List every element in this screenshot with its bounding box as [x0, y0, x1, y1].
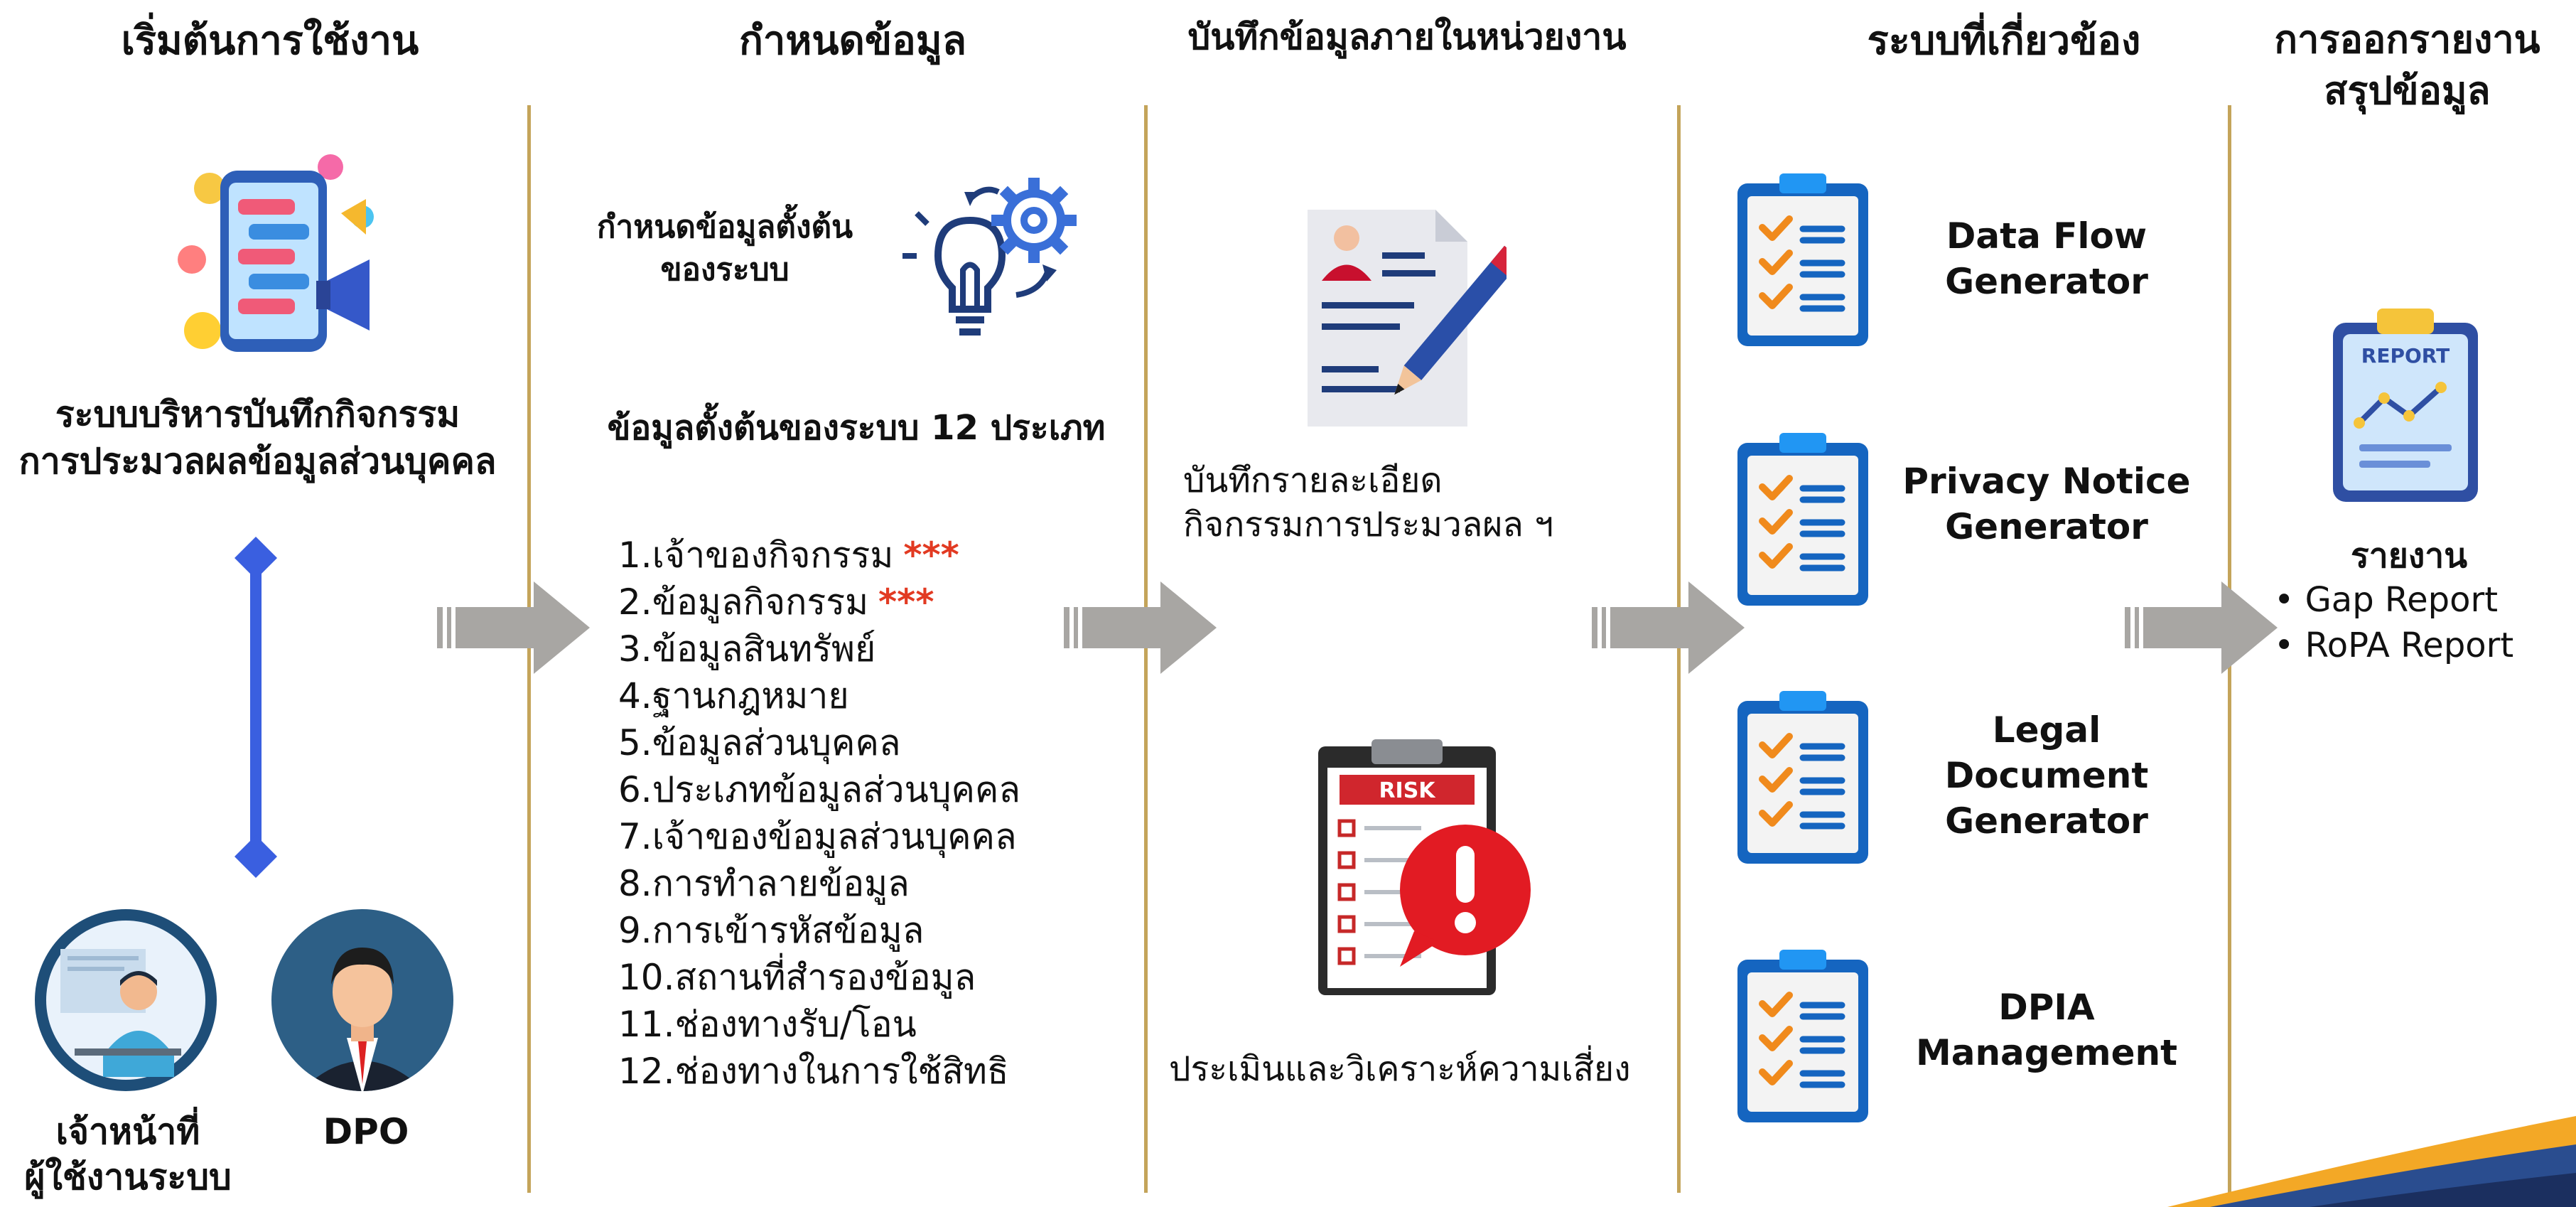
list-item-text: 8.การทำลายข้อมูล	[618, 863, 910, 904]
tool-name-line1: DPIA	[1998, 987, 2095, 1028]
corner-decoration	[2167, 1116, 2576, 1207]
define-subtitle: ข้อมูลตั้งต้นของระบบ 12 ประเภท	[607, 408, 1106, 448]
column-title-define: กำหนดข้อมูล	[738, 18, 967, 64]
officer-avatar-icon	[35, 909, 217, 1091]
idea-gear-icon	[902, 178, 1077, 336]
record-detail-line1: บันทึกรายละเอียด	[1183, 461, 1443, 500]
list-item: 2.ข้อมูลกิจกรรม***	[618, 579, 1130, 626]
tool-name-line2: Document	[1944, 755, 2149, 796]
list-item-text: 4.ฐานกฎหมาย	[618, 675, 849, 717]
list-item: 4.ฐานกฎหมาย	[618, 672, 1130, 719]
list-item: 6.ประเภทข้อมูลส่วนบุคคล	[618, 766, 1130, 813]
column-title-related: ระบบที่เกี่ยวข้อง	[1867, 18, 2141, 64]
report-bullet-text: Gap Report	[2305, 580, 2499, 620]
officer-label-line1: เจ้าหน้าที่	[55, 1111, 200, 1152]
list-item-text: 9.การเข้ารหัสข้อมูล	[618, 910, 925, 951]
divider-1	[527, 105, 531, 1193]
checklist-clipboard-icon	[1737, 433, 1868, 606]
list-item-text: 5.ข้อมูลส่วนบุคคล	[618, 722, 901, 763]
officer-label: เจ้าหน้าที่ ผู้ใช้งานระบบ	[14, 1109, 242, 1200]
report-title-line1: การออกรายงาน	[2274, 17, 2540, 62]
arrow-right-icon	[1592, 581, 1745, 674]
tool-name-line1: Legal	[1992, 709, 2101, 751]
column-title-report: การออกรายงาน สรุปข้อมูล	[2238, 14, 2576, 117]
system-name-line1: ระบบบริหารบันทึกกิจกรรม	[55, 394, 460, 435]
report-clipboard-icon: REPORT	[2333, 309, 2478, 502]
report-badge-text: REPORT	[2361, 344, 2450, 368]
report-heading: รายงาน	[2350, 536, 2468, 576]
record-detail-line2: กิจกรรมการประมวลผล ฯ	[1183, 505, 1554, 545]
tool-name-line2: Management	[1915, 1032, 2178, 1073]
list-item-text: 2.ข้อมูลกิจกรรม	[618, 581, 869, 623]
required-mark: ***	[878, 581, 934, 623]
system-name: ระบบบริหารบันทึกกิจกรรม การประมวลผลข้อมู…	[0, 391, 515, 485]
arrow-right-icon	[1064, 581, 1217, 674]
tool-privacy-notice-generator: Privacy Notice Generator	[1897, 458, 2196, 549]
list-item: 12.ช่องทางในการใช้สิทธิ	[618, 1048, 1130, 1095]
dpo-label: DPO	[323, 1111, 409, 1152]
tool-data-flow-generator: Data Flow Generator	[1897, 213, 2196, 304]
report-bullet: • RoPA Report	[2274, 626, 2514, 665]
list-item-text: 10.สถานที่สำรองข้อมูล	[618, 957, 976, 998]
list-item: 7.เจ้าของข้อมูลส่วนบุคคล	[618, 813, 1130, 860]
arrow-right-icon	[437, 581, 590, 674]
document-pen-icon	[1308, 210, 1507, 427]
list-item-text: 11.ช่องทางรับ/โอน	[618, 1004, 917, 1045]
column-title-record: บันทึกข้อมูลภายในหน่วยงาน	[1187, 16, 1627, 58]
divider-2	[1144, 105, 1148, 1193]
report-list: • Gap Report • RoPA Report	[2274, 577, 2576, 668]
tool-legal-document-generator: Legal Document Generator	[1897, 707, 2196, 844]
checklist-clipboard-icon	[1737, 691, 1868, 864]
list-item: 1.เจ้าของกิจกรรม***	[618, 532, 1130, 579]
officer-label-line2: ผู้ใช้งานระบบ	[24, 1157, 232, 1198]
system-name-line2: การประมวลผลข้อมูลส่วนบุคคล	[18, 441, 497, 482]
list-item: 8.การทำลายข้อมูล	[618, 860, 1130, 907]
tool-name-line1: Privacy Notice	[1902, 461, 2191, 502]
initial-data-list: 1.เจ้าของกิจกรรม*** 2.ข้อมูลกิจกรรม*** 3…	[618, 532, 1130, 1095]
arrow-right-icon	[2125, 581, 2278, 674]
list-item: 9.การเข้ารหัสข้อมูล	[618, 907, 1130, 954]
report-title-line2: สรุปข้อมูล	[2324, 68, 2491, 113]
report-bullet-text: RoPA Report	[2305, 626, 2514, 665]
divider-3	[1677, 105, 1681, 1193]
setup-label-line2: ของระบบ	[660, 252, 789, 288]
list-item-text: 12.ช่องทางในการใช้สิทธิ	[618, 1051, 1009, 1092]
checklist-clipboard-icon	[1737, 950, 1868, 1122]
risk-assessment-label: ประเมินและวิเคราะห์ความเสี่ยง	[1169, 1049, 1631, 1089]
list-item-text: 3.ข้อมูลสินทรัพย์	[618, 628, 876, 670]
column-title-start: เริ่มต้นการใช้งาน	[121, 18, 419, 64]
risk-badge-text: RISK	[1379, 778, 1436, 803]
tool-name-line2: Generator	[1945, 261, 2148, 302]
list-item: 10.สถานที่สำรองข้อมูล	[618, 954, 1130, 1001]
list-item-text: 7.เจ้าของข้อมูลส่วนบุคคล	[618, 816, 1017, 857]
risk-clipboard-icon: RISK	[1318, 739, 1531, 995]
required-mark: ***	[903, 535, 959, 576]
dpo-avatar-icon	[271, 909, 453, 1091]
tool-name-line1: Data Flow	[1946, 215, 2147, 257]
setup-label-line1: กำหนดข้อมูลตั้งต้น	[596, 209, 853, 245]
record-detail-label: บันทึกรายละเอียด กิจกรรมการประมวลผล ฯ	[1183, 458, 1645, 547]
list-item-text: 6.ประเภทข้อมูลส่วนบุคคล	[618, 769, 1021, 810]
list-item: 11.ช่องทางรับ/โอน	[618, 1001, 1130, 1048]
list-item: 5.ข้อมูลส่วนบุคคล	[618, 719, 1130, 766]
setup-label: กำหนดข้อมูลตั้งต้น ของระบบ	[568, 206, 881, 291]
report-bullet: • Gap Report	[2274, 580, 2499, 620]
tool-name-line2: Generator	[1945, 506, 2148, 547]
tool-dpia-management: DPIA Management	[1897, 985, 2196, 1075]
checklist-clipboard-icon	[1737, 173, 1868, 346]
timeline-connector	[235, 537, 277, 878]
social-phone-icon	[178, 154, 374, 352]
list-item-text: 1.เจ้าของกิจกรรม	[618, 535, 894, 576]
tool-name-line3: Generator	[1945, 800, 2148, 842]
list-item: 3.ข้อมูลสินทรัพย์	[618, 626, 1130, 672]
